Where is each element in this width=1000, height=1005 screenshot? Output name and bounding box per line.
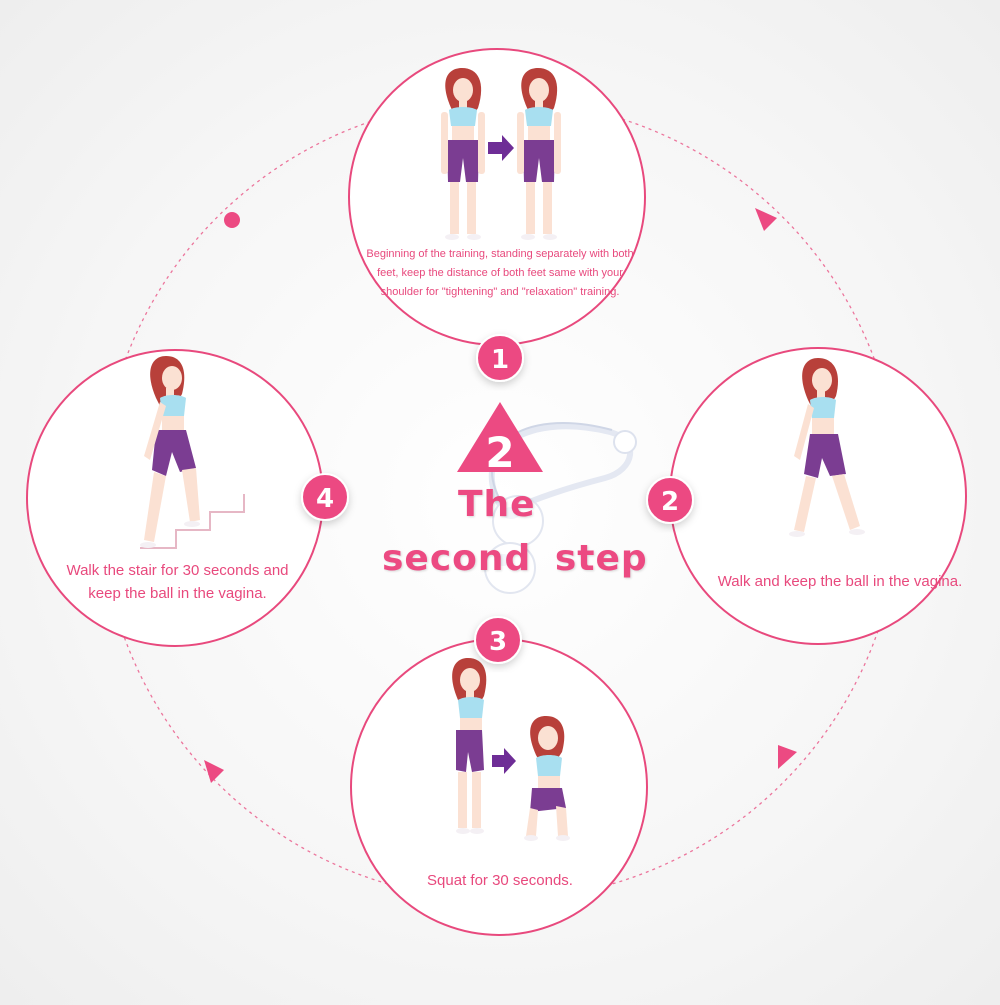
step-1-text: Beginning of the training, standing sepa… [362,245,638,302]
step-3-badge: 3 [475,617,521,663]
step-2-badge: 2 [647,477,693,523]
flow-arrowhead-icon [778,745,797,769]
flow-arrowhead-icon [755,208,777,231]
center-step-triangle: 2 [457,402,543,477]
step-3-text: Squat for 30 seconds. [370,870,630,892]
step-4-badge: 4 [302,474,348,520]
center-title-line-1: The [458,484,536,525]
center-step-number: 2 [485,428,514,477]
start-dot-icon [224,212,240,228]
center-title-line-2: second step [382,538,648,579]
step-1-number: 1 [491,345,509,375]
step-2-text: Walk and keep the ball in the vagina. [710,570,970,593]
step-4-number: 4 [316,484,334,514]
step-2-number: 2 [661,487,679,517]
flow-arrowhead-icon [204,760,224,783]
step-3-number: 3 [489,627,507,657]
step-1-badge: 1 [477,335,523,381]
step-4-text: Walk the stair for 30 seconds and keep t… [55,559,300,605]
